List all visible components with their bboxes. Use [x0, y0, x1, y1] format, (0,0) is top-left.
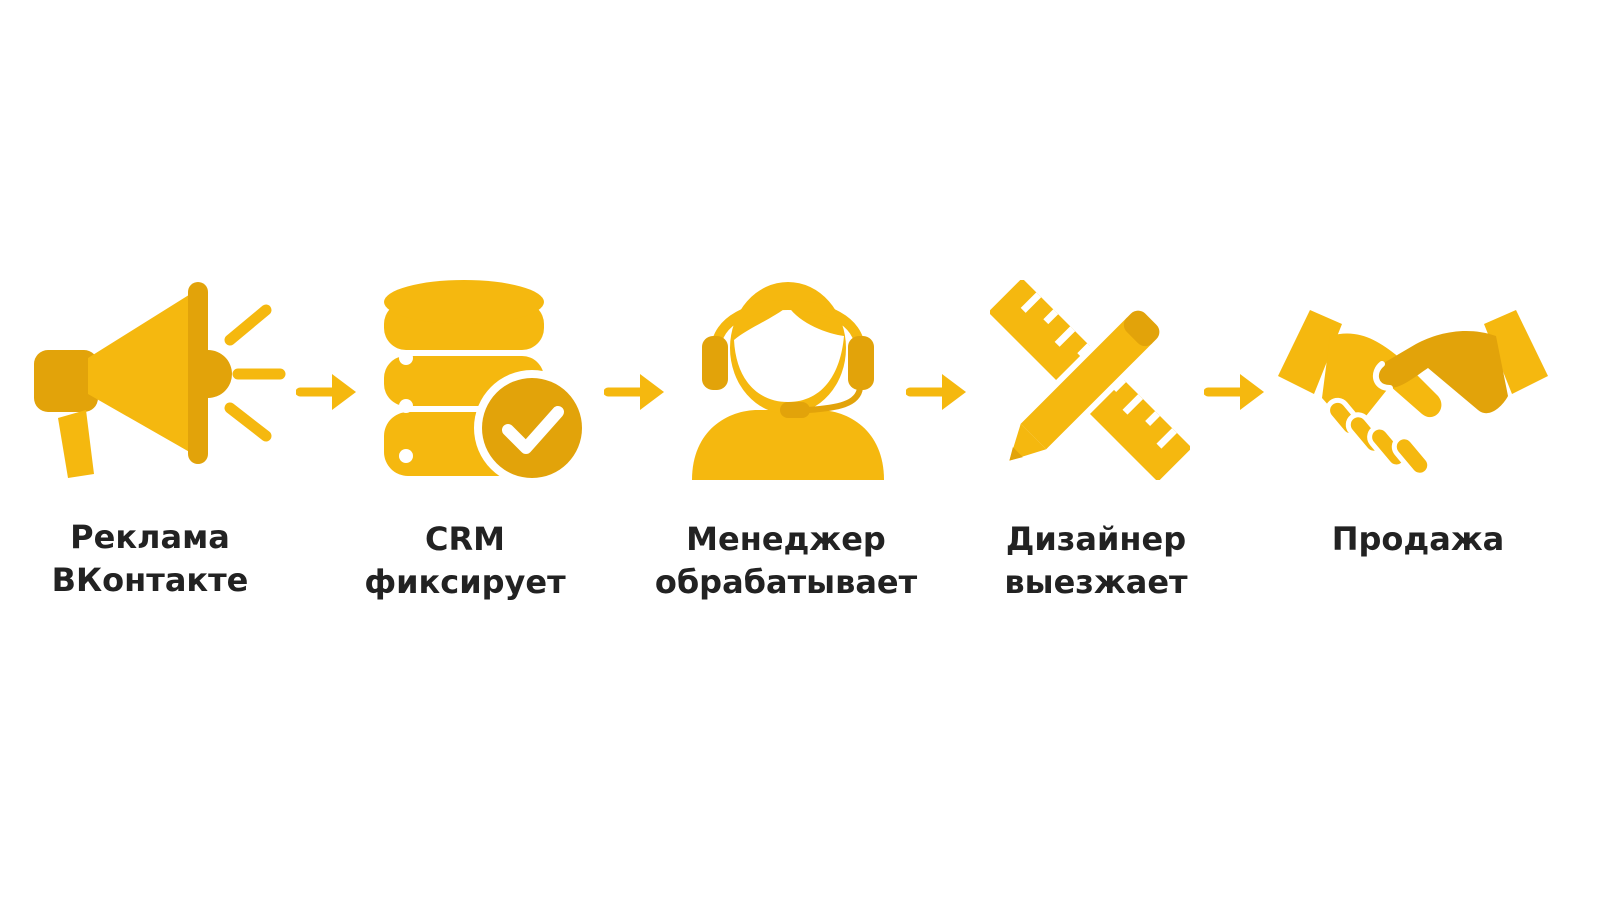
step-label-line: Продажа — [1331, 520, 1505, 558]
step-label-crm: CRM фиксирует — [315, 518, 615, 604]
arrow-right-icon — [1203, 370, 1266, 414]
handshake-icon — [1278, 306, 1548, 486]
arrow-right-icon — [603, 370, 666, 414]
arrow-right-icon — [905, 370, 968, 414]
step-label-line: Менеджер — [686, 520, 886, 558]
step-label-line: выезжает — [1004, 563, 1188, 601]
step-label-line: Дизайнер — [1005, 520, 1187, 558]
step-label-designer: Дизайнер выезжает — [946, 518, 1246, 604]
step-label-ad: Реклама ВКонтакте — [0, 516, 300, 602]
headset-operator-icon — [688, 270, 888, 485]
database-check-icon — [380, 278, 590, 488]
step-label-line: Реклама — [70, 518, 230, 556]
step-label-line: CRM — [425, 520, 505, 558]
arrow-right-icon — [295, 370, 358, 414]
pencil-ruler-icon — [990, 280, 1190, 480]
step-label-manager: Менеджер обрабатывает — [636, 518, 936, 604]
step-label-line: фиксирует — [364, 563, 566, 601]
step-label-line: ВКонтакте — [51, 561, 249, 599]
step-label-line: обрабатывает — [654, 563, 918, 601]
megaphone-icon — [28, 278, 288, 488]
step-label-sale: Продажа — [1268, 518, 1568, 561]
